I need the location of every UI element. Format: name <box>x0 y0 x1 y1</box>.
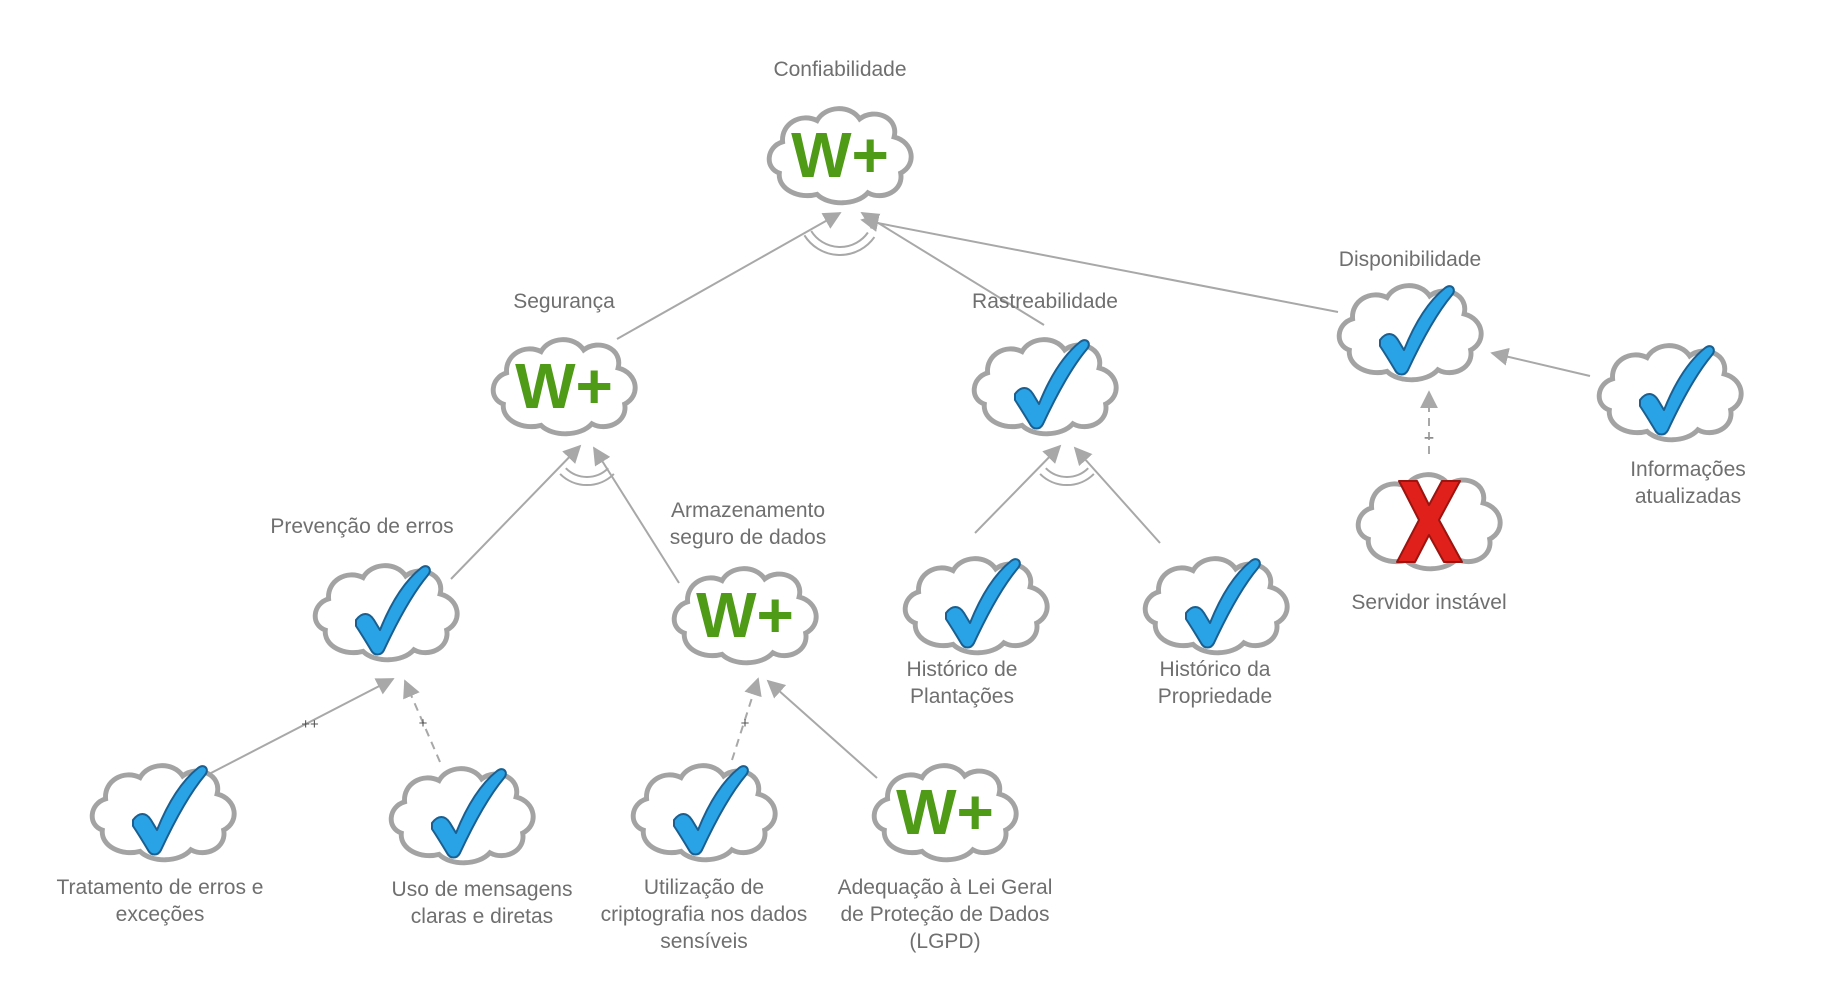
goal-label-seguranca: Segurança <box>513 290 615 313</box>
edge-mensagens-to-prevencao <box>403 679 441 763</box>
contribution-label-criptografia: + <box>741 715 750 732</box>
edge-rastreabilidade-to-confiabilidade <box>860 212 1045 326</box>
goal-label-rastreabilidade: Rastreabilidade <box>972 290 1118 313</box>
cloud-shape <box>630 763 778 863</box>
goal-node-servidor[interactable] <box>1355 472 1503 572</box>
edge-armazenamento-to-seguranca <box>593 446 680 584</box>
goal-node-seguranca[interactable]: W+ <box>490 337 638 437</box>
goal-node-hist-propriedade[interactable] <box>1142 556 1290 656</box>
edge-seguranca-to-confiabilidade <box>616 212 842 340</box>
and-decomposition-arc-confiabilidade <box>803 230 876 256</box>
checkmark-icon <box>1184 558 1261 649</box>
checkmark-icon <box>672 765 749 856</box>
weak-plus-icon: W+ <box>696 579 794 651</box>
goal-label-hist-plantacoes: Histórico de Plantações <box>906 658 1018 708</box>
and-decomposition-arc-seguranca <box>559 467 615 487</box>
cloud-shape <box>1336 283 1484 383</box>
edge-tratamento-to-prevencao <box>210 678 395 774</box>
cloud-shape <box>671 566 819 666</box>
goal-label-informacoes: Informações atualizadas <box>1630 458 1746 508</box>
cloud-shape <box>89 763 237 863</box>
cloud-shape <box>766 106 914 206</box>
goal-label-prevencao: Prevenção de erros <box>270 515 454 538</box>
contribution-label-tratamento: ++ <box>301 716 319 733</box>
checkmark-icon <box>1638 345 1715 436</box>
goal-label-disponibilidade: Disponibilidade <box>1338 248 1482 271</box>
cloud-shape <box>902 556 1050 656</box>
cloud-shape <box>871 763 1019 863</box>
cloud-shape <box>1596 343 1744 443</box>
goal-node-armazenamento[interactable]: W+ <box>671 566 819 666</box>
edge-informacoes-to-disponibilidade <box>1490 347 1591 377</box>
edge-hist-propriedade-to-rastreabilidade <box>1073 446 1161 544</box>
edge-prevencao-to-seguranca <box>450 444 582 580</box>
contribution-label-servidor: -- <box>1424 429 1434 446</box>
checkmark-icon <box>131 765 208 856</box>
goal-node-disponibilidade[interactable] <box>1336 283 1484 383</box>
edge-disponibilidade-to-confiabilidade <box>860 214 1339 313</box>
weak-plus-icon: W+ <box>791 119 889 191</box>
goal-node-mensagens[interactable] <box>388 766 536 866</box>
edge-lgpd-to-armazenamento <box>766 679 878 779</box>
edge-criptografia-to-armazenamento <box>731 677 762 761</box>
goal-node-criptografia[interactable] <box>630 763 778 863</box>
checkmark-icon <box>354 565 431 656</box>
edge-hist-plantacoes-to-rastreabilidade <box>974 444 1062 534</box>
cloud-shape <box>312 563 460 663</box>
goal-label-lgpd: Adequação à Lei Geral de Proteção de Dad… <box>837 876 1053 953</box>
goal-node-prevencao[interactable] <box>312 563 460 663</box>
and-decomposition-arc-rastreabilidade <box>1039 467 1095 487</box>
checkmark-icon <box>944 558 1021 649</box>
goal-label-mensagens: Uso de mensagens claras e diretas <box>391 878 573 928</box>
goal-label-tratamento: Tratamento de erros e exceções <box>56 876 264 926</box>
goal-node-informacoes[interactable] <box>1596 343 1744 443</box>
goal-label-armazenamento: Armazenamento seguro de dados <box>669 499 827 549</box>
goal-node-rastreabilidade[interactable] <box>971 337 1119 437</box>
goal-node-confiabilidade[interactable]: W+ <box>766 106 914 206</box>
checkmark-icon <box>1378 285 1455 376</box>
goal-node-hist-plantacoes[interactable] <box>902 556 1050 656</box>
contribution-label-mensagens: + <box>419 715 428 732</box>
cloud-shape <box>971 337 1119 437</box>
goal-node-tratamento[interactable] <box>89 763 237 863</box>
weak-plus-icon: W+ <box>896 776 994 848</box>
weak-plus-icon: W+ <box>515 350 613 422</box>
goal-node-lgpd[interactable]: W+ <box>871 763 1019 863</box>
goal-label-servidor: Servidor instável <box>1351 591 1507 614</box>
checkmark-icon <box>1013 339 1090 430</box>
goal-label-hist-propriedade: Histórico da Propriedade <box>1157 658 1273 708</box>
cloud-shape <box>1142 556 1290 656</box>
goal-label-criptografia: Utilização de criptografia nos dados sen… <box>600 876 808 953</box>
x-icon <box>1395 479 1464 564</box>
checkmark-icon <box>430 768 507 859</box>
goal-label-confiabilidade: Confiabilidade <box>773 58 907 81</box>
cloud-shape <box>388 766 536 866</box>
cloud-shape <box>490 337 638 437</box>
